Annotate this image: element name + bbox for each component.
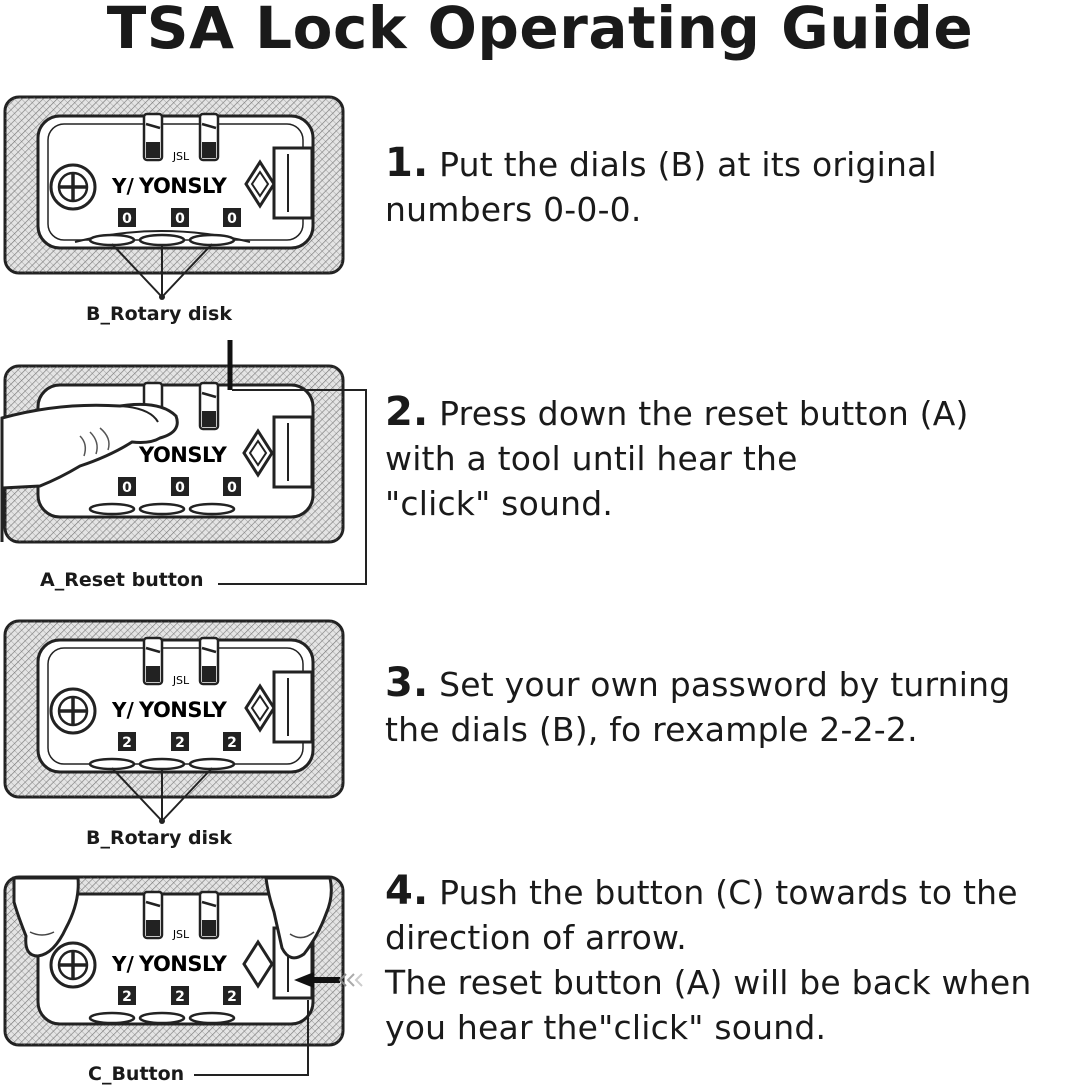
brand-label: YONSLY (138, 698, 228, 722)
diamond-icon (242, 939, 274, 989)
dial-digit: 2 (122, 735, 132, 751)
rotary-disks (88, 757, 236, 771)
dial-digit: 0 (122, 480, 132, 496)
step-text-line: Press down the reset button (A) (439, 394, 969, 433)
step-text-line: direction of arrow. (385, 918, 687, 957)
diamond-icon (244, 683, 276, 733)
step-3: 3. Set your own password by turning the … (385, 661, 1080, 752)
right-thumb-icon (264, 876, 333, 960)
callout-lines (111, 243, 213, 300)
brand-label: YONSLY (138, 174, 228, 198)
callout-lines (111, 767, 213, 824)
step-number: 4. (385, 868, 429, 914)
dial-windows: 0 0 0 (118, 208, 241, 227)
step-text-line: the dials (B), fo rexample 2-2-2. (385, 710, 918, 749)
slide-button (272, 146, 314, 220)
step-2: 2. Press down the reset button (A) with … (385, 390, 1080, 526)
left-thumb-icon (12, 876, 80, 958)
lock-illustration-step-4: JSL Y/ YONSLY 2 2 2 (3, 875, 363, 1076)
callout-rotary-disk-1: B_Rotary disk (86, 303, 232, 325)
lock-illustration-step-3: JSL Y/ YONSLY 2 2 2 (3, 619, 345, 824)
step-4: 4. Push the button (C) towards to the di… (385, 869, 1080, 1050)
dial-slots (142, 112, 220, 162)
slide-button (272, 670, 314, 744)
callout-reset-button: A_Reset button (40, 569, 204, 591)
lock-housing (3, 619, 345, 799)
dial-digit: 2 (175, 735, 185, 751)
dial-windows: 0 0 0 (118, 477, 241, 496)
screw-icon (49, 941, 97, 989)
screw-icon (49, 163, 97, 211)
step-number: 2. (385, 389, 429, 435)
dial-digit: 2 (227, 989, 237, 1005)
step-text-line: you hear the"click" sound. (385, 1008, 827, 1047)
dial-windows: 2 2 2 (118, 732, 241, 751)
step-number: 3. (385, 660, 429, 706)
callout-line (194, 1000, 309, 1076)
step-text-line: numbers 0-0-0. (385, 190, 642, 229)
step-text-line: Put the dials (B) at its original (439, 145, 937, 184)
rotary-disks (88, 1011, 236, 1025)
slide-button (272, 415, 314, 489)
dial-digit: 2 (122, 989, 132, 1005)
rotary-disks (74, 230, 251, 247)
step-text-line: Push the button (C) towards to the (439, 873, 1018, 912)
dial-slots (142, 636, 220, 686)
dial-digit: 0 (175, 211, 185, 227)
step-text-line: Set your own password by turning (439, 665, 1011, 704)
page-title: TSA Lock Operating Guide (106, 0, 974, 62)
step-number: 1. (385, 140, 429, 186)
dial-digit: 0 (175, 480, 185, 496)
lock-illustration-step-2: YONSLY 0 0 0 (0, 340, 367, 585)
arrow-left-icon (294, 972, 363, 988)
model-label: JSL (172, 674, 190, 687)
step-1: 1. Put the dials (B) at its original num… (385, 141, 1080, 232)
brand-label: YONSLY (138, 952, 228, 976)
callout-rotary-disk-3: B_Rotary disk (86, 827, 232, 849)
dial-digit: 0 (122, 211, 132, 227)
diamond-icon (244, 159, 276, 209)
dial-windows: 2 2 2 (118, 986, 241, 1005)
step-text-line: The reset button (A) will be back when (385, 963, 1032, 1002)
dial-digit: 0 (227, 211, 237, 227)
model-label: JSL (172, 150, 190, 163)
step-text-line: "click" sound. (385, 484, 614, 523)
model-label: JSL (172, 928, 190, 941)
brand-label: YONSLY (138, 443, 228, 467)
yonsly-logo-mark: Y/ (111, 174, 134, 198)
diamond-icon (242, 428, 274, 478)
callout-c-button: C_Button (88, 1063, 185, 1085)
rotary-disks (88, 502, 236, 516)
yonsly-logo-mark: Y/ (111, 698, 134, 722)
dial-digit: 2 (175, 989, 185, 1005)
callout-line (218, 389, 367, 585)
step-text-line: with a tool until hear the (385, 439, 798, 478)
dial-digit: 0 (227, 480, 237, 496)
lock-illustration-step-1: JSL Y/ YONSLY 0 0 0 (3, 95, 345, 300)
dial-slots (142, 890, 220, 940)
dial-digit: 2 (227, 735, 237, 751)
yonsly-logo-mark: Y/ (111, 952, 134, 976)
lock-housing (3, 875, 345, 1047)
screw-icon (49, 687, 97, 735)
hand-icon (0, 402, 179, 542)
lock-housing (3, 95, 345, 275)
